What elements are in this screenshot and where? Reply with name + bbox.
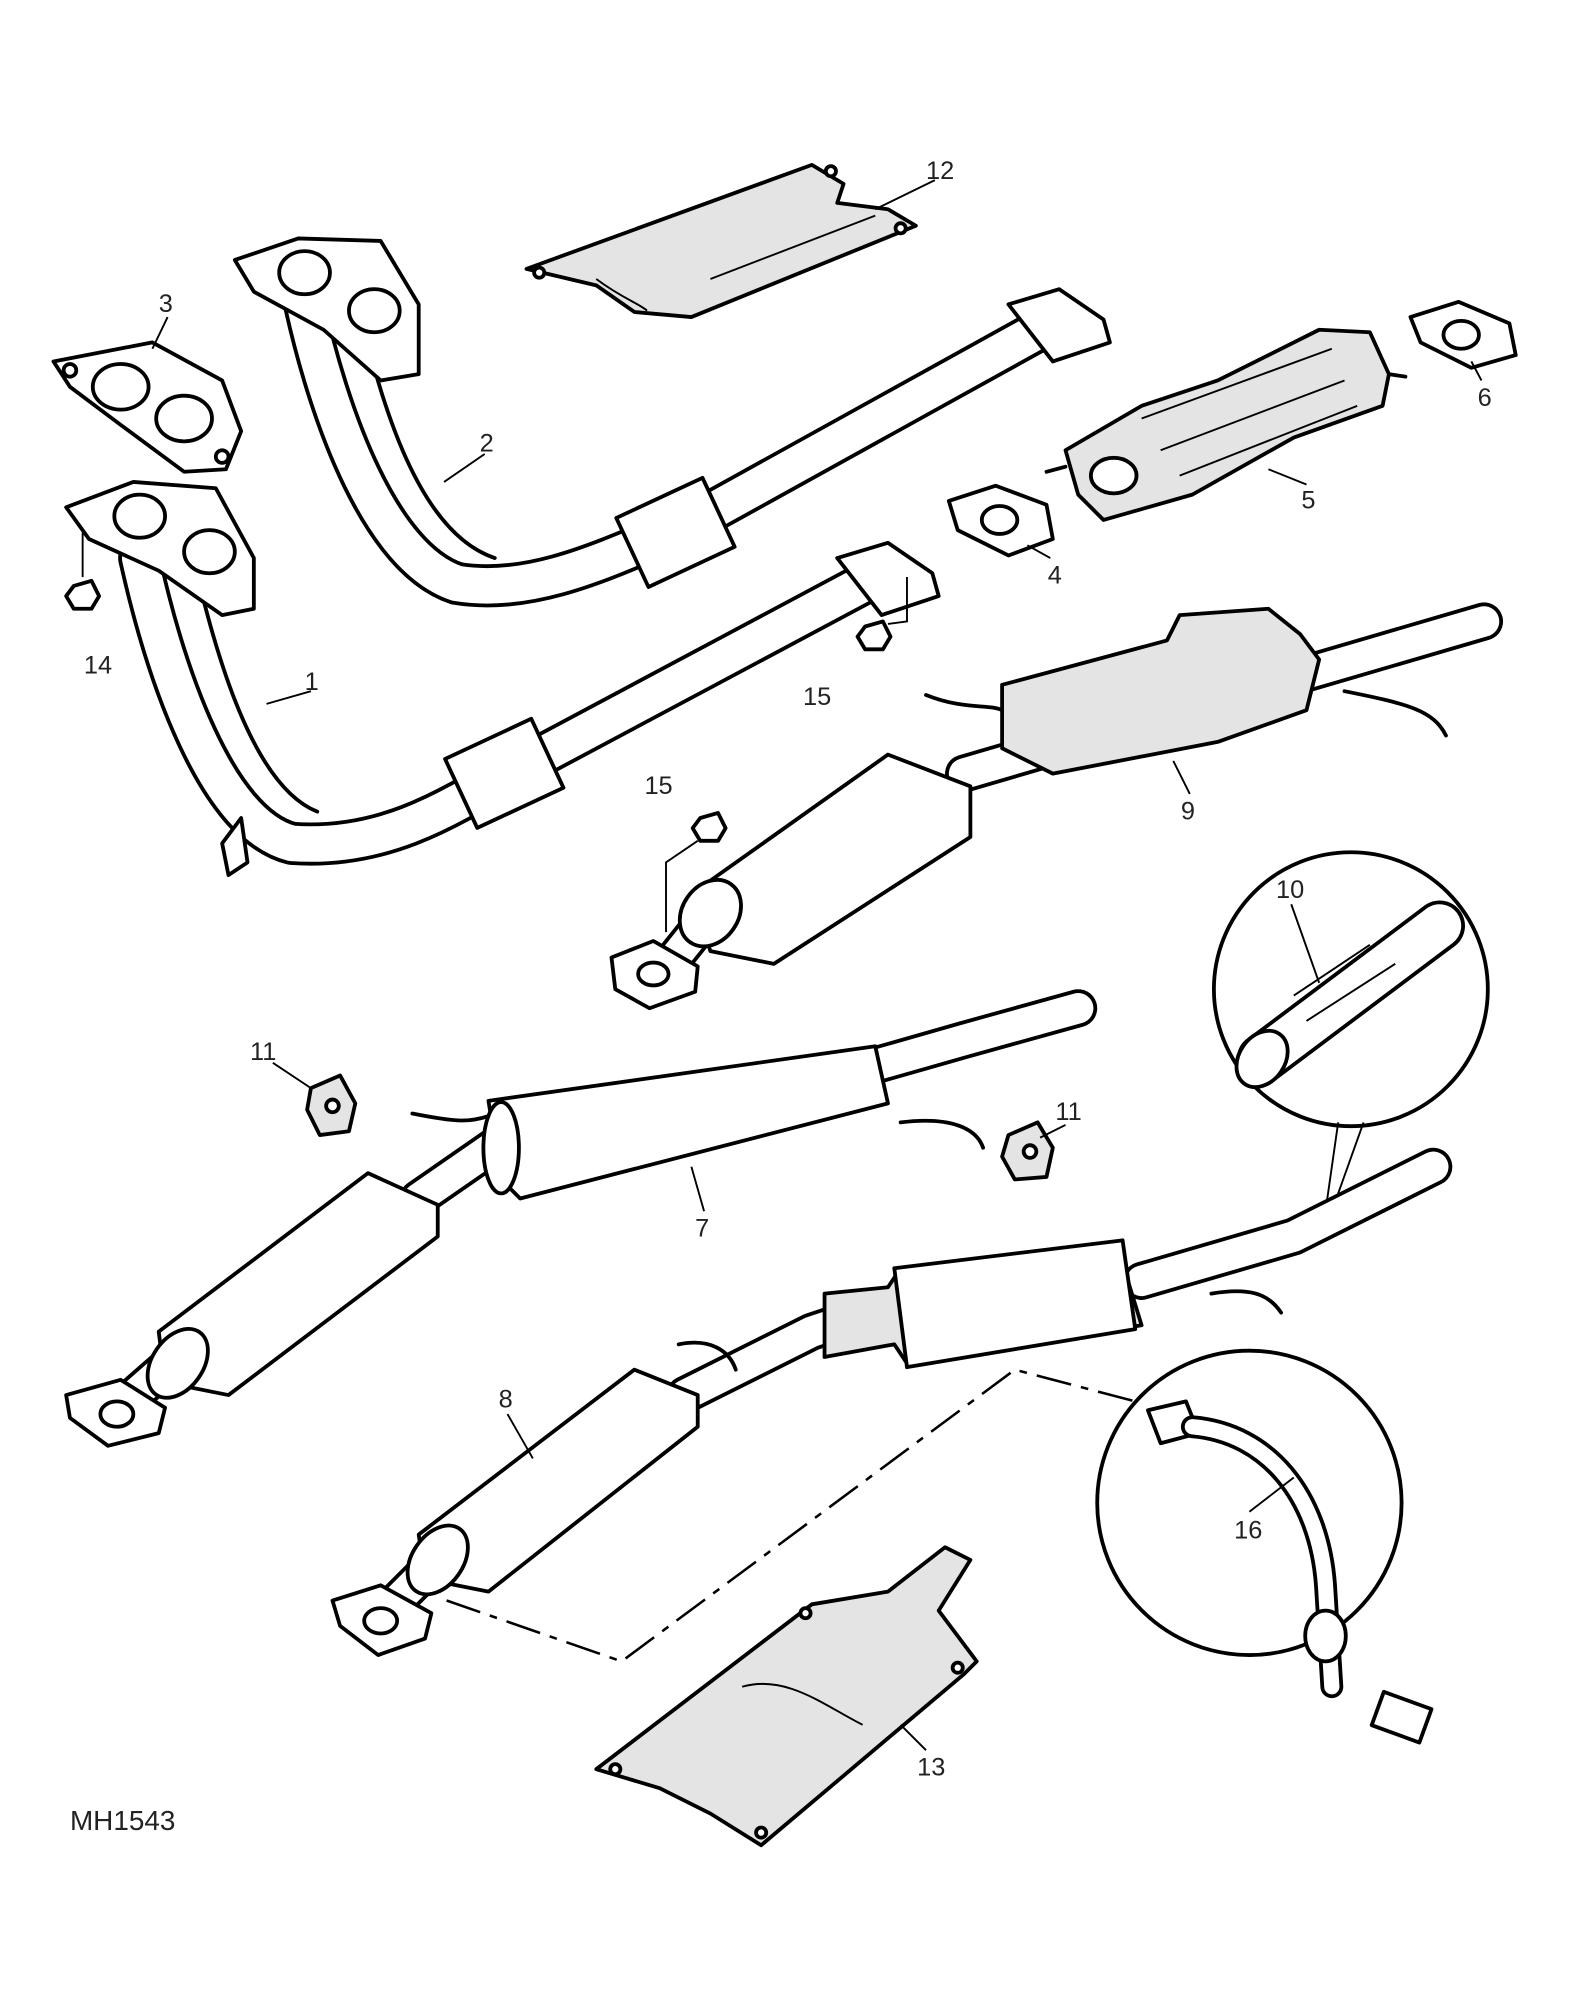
nut-15-upper	[855, 577, 908, 652]
drawing-code: MH1543	[70, 1805, 175, 1836]
callout-11-left: 11	[250, 1038, 276, 1066]
intermediate-silencer-assembly	[609, 602, 1504, 1011]
catalyst-gasket-rear	[1408, 299, 1518, 370]
callout-16: 16	[1234, 1516, 1262, 1544]
detail-circle-sleeve	[1211, 850, 1490, 1212]
rear-silencer-assembly-8	[330, 1147, 1453, 1657]
mounting-rubber-left	[305, 1073, 358, 1137]
callout-7: 7	[695, 1215, 709, 1243]
callout-3: 3	[159, 290, 173, 318]
callout-6: 6	[1478, 384, 1492, 412]
front-downpipe-lower	[64, 480, 941, 877]
dashed-leader-line	[446, 1368, 1136, 1663]
nut-14	[64, 532, 102, 611]
callout-15-lower: 15	[644, 772, 672, 800]
callout-13: 13	[917, 1754, 945, 1782]
exhaust-manifold-gasket	[51, 340, 244, 474]
callout-10: 10	[1276, 876, 1304, 904]
catalyst-gasket-front	[946, 483, 1055, 558]
detail-circle-oxygen-sensor	[1095, 1348, 1434, 1745]
catalytic-converter	[1044, 327, 1408, 522]
callout-9: 9	[1181, 797, 1195, 825]
callout-14: 14	[84, 651, 112, 679]
callout-5: 5	[1301, 487, 1315, 515]
heat-shield-upper	[524, 162, 918, 319]
callout-leaders	[151, 179, 1483, 1751]
callout-12: 12	[926, 157, 954, 185]
rear-silencer-assembly-7	[64, 989, 1098, 1448]
callout-11-right: 11	[1055, 1098, 1081, 1126]
callout-2: 2	[480, 429, 494, 457]
callout-15-upper: 15	[803, 683, 831, 711]
callout-1: 1	[305, 668, 319, 696]
mounting-rubber-right	[1000, 1120, 1055, 1182]
callout-4: 4	[1048, 561, 1062, 589]
heat-shield-lower	[594, 1545, 979, 1848]
nut-15-lower	[665, 811, 728, 933]
front-downpipe-upper	[232, 236, 1112, 608]
callout-8: 8	[499, 1386, 513, 1414]
